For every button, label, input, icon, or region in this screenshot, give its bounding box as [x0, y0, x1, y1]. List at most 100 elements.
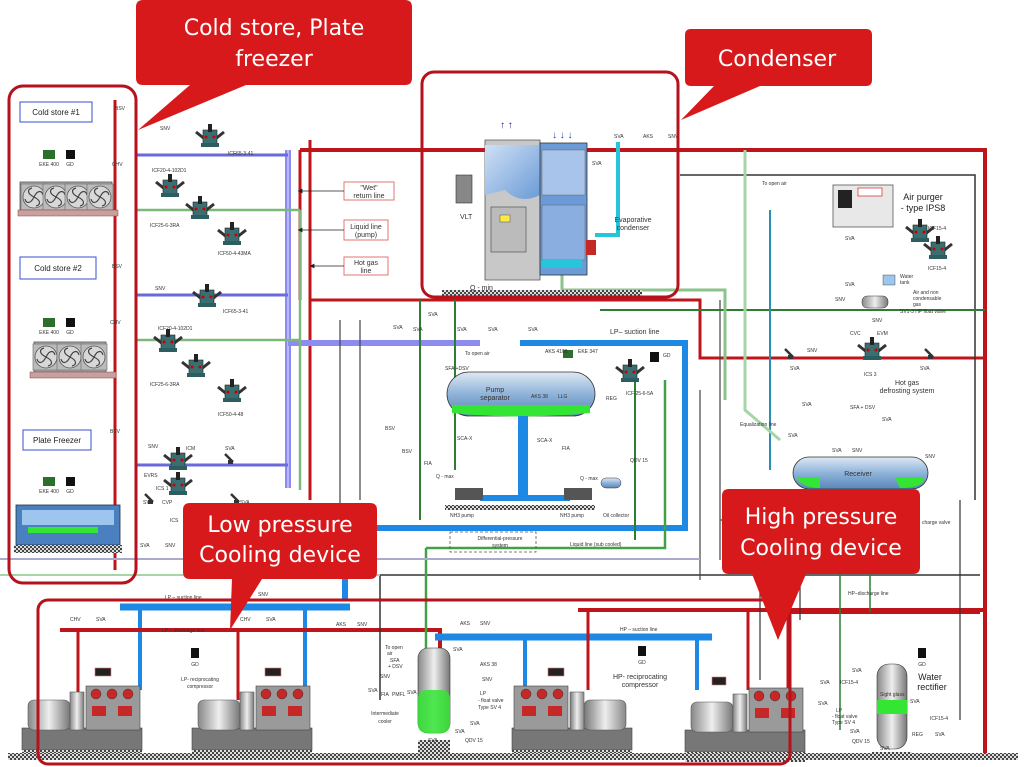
svg-text:NH3 pump: NH3 pump [450, 513, 474, 519]
svg-text:SVA: SVA [832, 448, 842, 454]
hp-compressor-1-icon [511, 685, 633, 761]
gas-detector-icon [638, 646, 646, 656]
svg-text:AKS: AKS [336, 622, 347, 628]
fan-icon [56, 343, 84, 371]
cold-store-1[interactable]: Cold store #1 EKE 400 GD BSV SNV CHV ICF… [17, 101, 254, 257]
svg-text:REG: REG [606, 396, 617, 402]
svg-text:Equalization line: Equalization line [740, 422, 777, 428]
valve-station-icon [184, 194, 216, 221]
svg-text:ICS 1: ICS 1 [156, 486, 169, 492]
svg-text:HP–discharge line: HP–discharge line [848, 591, 889, 597]
svg-text:SVA: SVA [455, 729, 465, 735]
svg-text:LP: LP [480, 691, 487, 697]
water-rectifier-section[interactable]: GD Water rectifier Sight glass SVA SVA I… [818, 648, 948, 758]
svg-text:- float valve: - float valve [478, 698, 504, 704]
svg-text:condenser: condenser [617, 225, 650, 232]
lp-compressor-section[interactable]: LP – suction line LP – discharge line GD… [21, 592, 368, 761]
svg-text:SVA: SVA [802, 402, 812, 408]
receiver-section[interactable]: Receiver Equalization line SVA SVA SVA S… [740, 402, 951, 526]
svg-text:Cooling device: Cooling device [199, 543, 361, 568]
svg-text:High pressure: High pressure [745, 505, 898, 530]
gas-detector-icon [191, 648, 199, 658]
valve-icon [223, 452, 235, 466]
svg-text:AKS: AKS [460, 621, 471, 627]
svg-text:Liquid line: Liquid line [350, 224, 382, 231]
controller-icon [43, 150, 55, 159]
plate-freezer-title: Plate Freezer [33, 436, 81, 445]
svg-text:PMFL: PMFL [392, 692, 406, 698]
svg-text:Receiver: Receiver [844, 471, 872, 478]
cooling-device-frame [36, 598, 792, 766]
svg-text:SVA: SVA [920, 366, 930, 372]
svg-text:SNV: SNV [835, 297, 846, 303]
cold-rooms-section: Cold store #1 EKE 400 GD BSV SNV CHV ICF… [14, 101, 395, 553]
valve-icon [229, 492, 241, 506]
highlight-frames [7, 70, 792, 766]
svg-text:Cooling device: Cooling device [740, 536, 902, 561]
fan-icon [32, 343, 60, 371]
svg-text:rectifier: rectifier [917, 682, 947, 692]
evaporative-condenser[interactable]: VLT ↑ ↑ ↓ ↓ ↓ Evaporative condenser SVA … [442, 120, 679, 298]
valve-station-icon [614, 357, 646, 384]
svg-text:- float valve: - float valve [832, 714, 858, 720]
air-purger-section[interactable]: Air purger - type IPS8 To open air ICF15… [762, 181, 954, 324]
svg-text:Q - max: Q - max [580, 476, 598, 482]
legend-wet-return: "Wet" return line [297, 181, 395, 201]
svg-text:EKE 347: EKE 347 [578, 349, 598, 355]
hp-compressor-section[interactable]: HP – suction line HP–discharge line GD H… [511, 591, 889, 763]
svg-text:SVA: SVA [790, 366, 800, 372]
svg-text:LP – discharge line: LP – discharge line [162, 628, 205, 634]
svg-text:AKS 38: AKS 38 [531, 394, 548, 400]
svg-text:To open air: To open air [762, 181, 787, 187]
svg-text:SNV: SNV [925, 454, 936, 460]
pump-separator-section[interactable]: Pump separator SVA SVA SVA SVA SVA SVA S… [385, 285, 671, 553]
svg-text:GD: GD [638, 660, 646, 666]
svg-text:Cold store, Plate: Cold store, Plate [184, 16, 365, 41]
legend-liquid-pump: Liquid line (pump) [297, 219, 389, 241]
svg-text:LP– suction line: LP– suction line [610, 329, 660, 336]
cold-store-frame [7, 84, 138, 585]
svg-text:SVA: SVA [140, 543, 150, 549]
svg-text:GD: GD [191, 662, 199, 668]
svg-text:SNV: SNV [160, 126, 171, 132]
svg-text:SNV: SNV [148, 444, 159, 450]
svg-text:AKS: AKS [643, 134, 654, 140]
svg-text:LP – suction line: LP – suction line [165, 595, 202, 601]
svg-text:BSV: BSV [115, 106, 126, 112]
svg-text:BSV: BSV [110, 429, 121, 435]
svg-text:Q - min: Q - min [470, 285, 493, 292]
gas-detector-icon [66, 150, 75, 159]
svg-text:SVA: SVA [845, 282, 855, 288]
svg-text:SNV: SNV [258, 592, 269, 598]
svg-text:SVA: SVA [788, 433, 798, 439]
legend-hot-gas: Hot gas line [309, 256, 389, 276]
svg-text:SVA: SVA [845, 236, 855, 242]
svg-text:HP – suction line: HP – suction line [620, 627, 658, 633]
svg-text:ICF15-4: ICF15-4 [840, 680, 858, 686]
svg-text:SV1-3 HP float valve: SV1-3 HP float valve [900, 309, 946, 315]
svg-text:Type SV 4: Type SV 4 [832, 720, 855, 726]
svg-text:FIA: FIA [381, 692, 389, 698]
svg-text:AKS 4100: AKS 4100 [545, 349, 568, 355]
svg-text:separator: separator [480, 395, 510, 402]
svg-text:SVA: SVA [592, 161, 602, 167]
plate-freezer[interactable]: Plate Freezer EKE 400 GD BSV SNV ICM SVA… [14, 429, 250, 553]
hot-gas-defrost-section[interactable]: SVA SNV CVC EVM ICS 3 SVA Hot gas defros… [783, 331, 935, 395]
svg-text:GD: GD [918, 662, 926, 668]
callout-cold-store: Cold store, Plate freezer [136, 0, 412, 130]
svg-text:EKE 400: EKE 400 [39, 330, 59, 336]
svg-text:EVM: EVM [877, 331, 888, 337]
svg-text:SNV: SNV [668, 134, 679, 140]
svg-text:GD: GD [66, 489, 74, 495]
gas-detector-icon [918, 648, 926, 658]
svg-text:ICF25-6-3RA: ICF25-6-3RA [150, 223, 180, 229]
svg-text:ICS: ICS [170, 518, 179, 524]
cold-store-2[interactable]: Cold store #2 EKE 400 GD BSV SNV CHV ICF… [19, 256, 249, 418]
svg-text:GD: GD [66, 330, 74, 336]
svg-text:LP: LP [836, 708, 843, 714]
svg-text:SVA: SVA [850, 729, 860, 735]
svg-text:SNV: SNV [872, 318, 883, 324]
svg-text:gas: gas [913, 302, 922, 308]
intermediate-cooler-section[interactable]: Intermediate cooler To open air SFA + DS… [368, 621, 504, 760]
svg-text:ICF20-4-102D1: ICF20-4-102D1 [158, 326, 193, 332]
